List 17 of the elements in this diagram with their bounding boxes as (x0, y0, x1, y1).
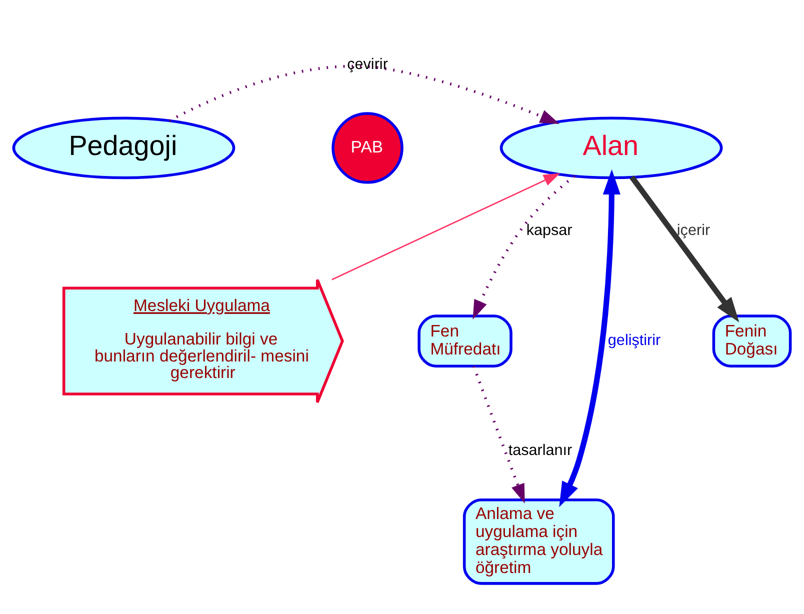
edge-label: içerir (676, 222, 710, 239)
edge-label: tasarlanır (508, 442, 572, 459)
arrow (630, 175, 740, 322)
edge-label: geliştirir (608, 332, 661, 349)
node-box: Fenin Doğası (712, 314, 792, 368)
node-ellipse: Pedagoji (12, 116, 236, 180)
arrow (472, 174, 576, 320)
node-box: Fen Müfredatı (418, 314, 512, 368)
node-circle: PAB (332, 112, 404, 184)
arrow (559, 169, 620, 508)
arrow (168, 64, 560, 124)
node-ellipse: Alan (500, 116, 723, 180)
arrow (472, 366, 525, 504)
arrow (332, 173, 560, 280)
node-box: Anlama ve uygulama için araştırma yoluyla öğretim (462, 498, 615, 585)
edge-label: kapsar (526, 222, 572, 239)
edge-label: çevirir (347, 56, 388, 73)
